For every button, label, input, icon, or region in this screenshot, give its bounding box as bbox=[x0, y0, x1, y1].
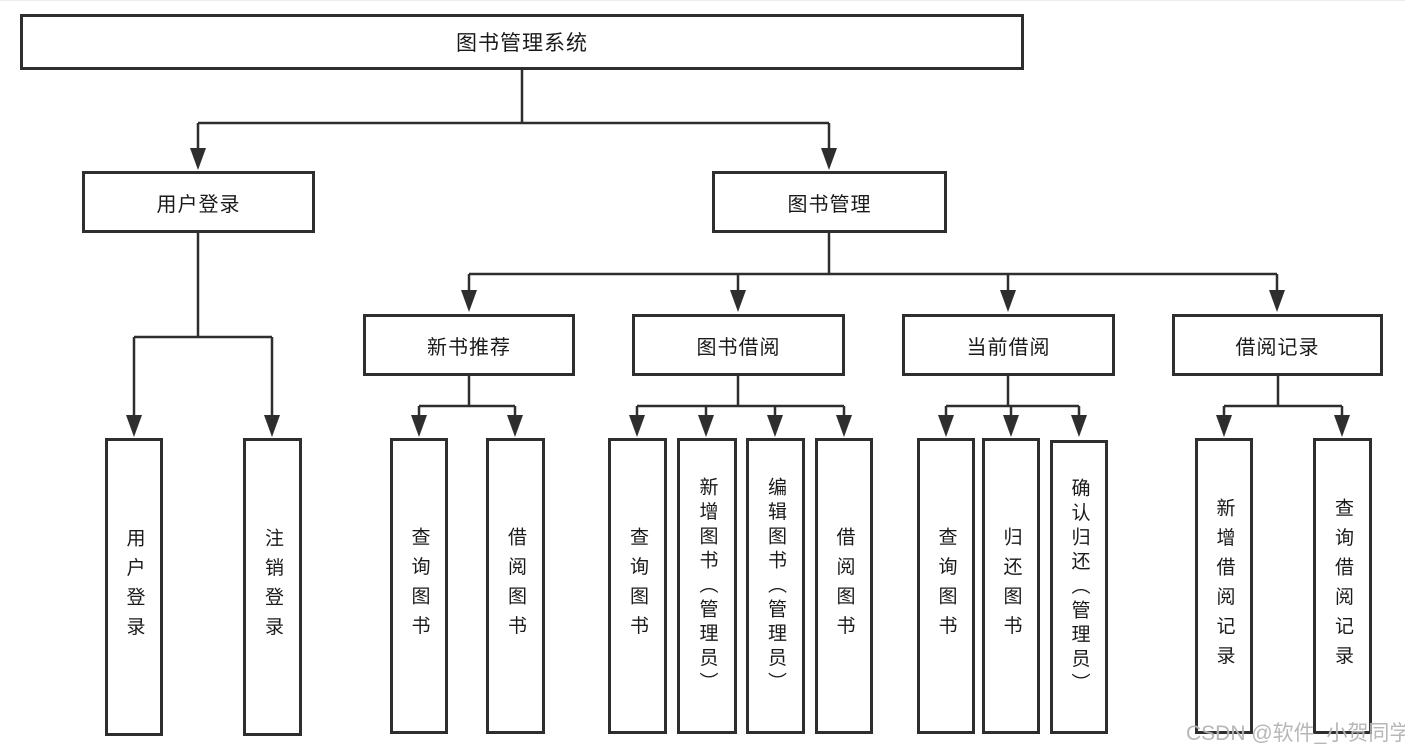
leaf-user-login: 用户登录 bbox=[105, 438, 163, 736]
leaf-query-books-borrow: 查询图书 bbox=[608, 438, 667, 734]
node-label: 查询图书 bbox=[627, 527, 648, 645]
node-label: 新增借阅记录 bbox=[1213, 497, 1235, 675]
node-label: 新增图书（管理员） bbox=[696, 476, 718, 696]
node-label: 查询借阅记录 bbox=[1332, 497, 1353, 675]
node-label: 查询图书 bbox=[935, 527, 957, 645]
leaf-borrow-books-recommend: 借阅图书 bbox=[486, 438, 545, 734]
node-label: 借阅图书 bbox=[505, 527, 526, 645]
node-library-management-system: 图书管理系统 bbox=[20, 14, 1024, 70]
node-label: 用户登录 bbox=[123, 528, 145, 646]
node-label: 注销登录 bbox=[262, 528, 283, 646]
node-label: 确认归还（管理员） bbox=[1068, 477, 1090, 697]
node-label: 查询图书 bbox=[408, 527, 430, 645]
node-label: 编辑图书（管理员） bbox=[765, 476, 786, 696]
leaf-query-books-recommend: 查询图书 bbox=[390, 438, 448, 734]
node-current-borrowing: 当前借阅 bbox=[902, 314, 1115, 376]
leaf-logout: 注销登录 bbox=[243, 438, 302, 736]
leaf-add-books-admin: 新增图书（管理员） bbox=[677, 438, 737, 734]
node-book-management: 图书管理 bbox=[712, 171, 947, 233]
leaf-query-books-current: 查询图书 bbox=[917, 438, 975, 734]
node-borrowing-records: 借阅记录 bbox=[1172, 314, 1383, 376]
leaf-query-borrow-record: 查询借阅记录 bbox=[1313, 438, 1372, 734]
leaf-add-borrow-record: 新增借阅记录 bbox=[1195, 438, 1253, 734]
node-label: 用户登录 bbox=[156, 193, 241, 216]
node-label: 借阅记录 bbox=[1235, 336, 1320, 359]
leaf-edit-books-admin: 编辑图书（管理员） bbox=[746, 438, 805, 734]
node-label: 借阅图书 bbox=[833, 527, 855, 645]
node-label: 图书借阅 bbox=[696, 336, 781, 359]
leaf-confirm-return-admin: 确认归还（管理员） bbox=[1050, 440, 1108, 734]
node-new-book-recommendation: 新书推荐 bbox=[363, 314, 575, 376]
csdn-watermark: CSDN @软件_小贺同学 bbox=[1186, 722, 1405, 745]
node-label: 当前借阅 bbox=[966, 336, 1051, 359]
node-label: 图书管理系统 bbox=[456, 32, 588, 55]
node-book-borrowing: 图书借阅 bbox=[632, 314, 845, 376]
leaf-return-books: 归还图书 bbox=[982, 438, 1040, 734]
node-label: 归还图书 bbox=[1000, 527, 1022, 645]
node-user-login: 用户登录 bbox=[82, 171, 315, 233]
leaf-borrow-books: 借阅图书 bbox=[815, 438, 873, 734]
node-label: 新书推荐 bbox=[427, 336, 511, 359]
node-label: 图书管理 bbox=[787, 193, 872, 216]
